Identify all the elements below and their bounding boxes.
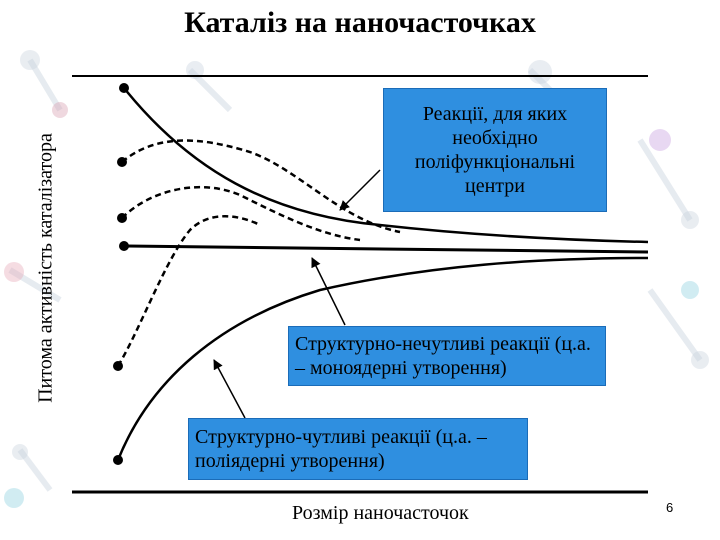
page-number: 6 xyxy=(666,500,674,515)
curve-structure-insensitive xyxy=(123,244,649,254)
curve-polyfunctional-decreasing xyxy=(123,87,649,244)
curve-start-dot xyxy=(117,157,127,167)
curve-start-dot xyxy=(119,83,129,93)
curve-start-dot xyxy=(113,361,123,371)
arrow-polyfunctional xyxy=(339,169,381,211)
arrow-insensitive xyxy=(311,257,346,326)
curve-start-dot xyxy=(117,213,127,223)
annotation-structure-insensitive: Структурно-нечутливі реакції (ц.а. – мон… xyxy=(288,326,606,386)
annotation-polyfunctional: Реакції, для яких необхідно поліфункціон… xyxy=(383,88,607,212)
curve-dashed-lower xyxy=(116,215,261,367)
x-axis-label: Розмір наночасточок xyxy=(292,502,469,524)
curve-start-dot xyxy=(113,455,123,465)
slide-title: Каталіз на наночасточках xyxy=(184,6,536,39)
annotation-polyfunctional-text: Реакції, для яких необхідно поліфункціон… xyxy=(414,103,576,197)
curve-start-dot xyxy=(119,241,129,251)
y-axis-label: Питома активність каталізатора xyxy=(34,133,57,403)
annotation-insensitive-text: Структурно-нечутливі реакції (ц.а. – мон… xyxy=(295,333,591,379)
curve-dashed-upper xyxy=(121,139,401,234)
arrow-sensitive xyxy=(213,359,246,419)
annotation-structure-sensitive: Структурно-чутливі реакції (ц.а. – полія… xyxy=(188,418,528,480)
annotation-sensitive-text: Структурно-чутливі реакції (ц.а. – полія… xyxy=(195,426,487,472)
curve-structure-sensitive xyxy=(116,256,649,461)
